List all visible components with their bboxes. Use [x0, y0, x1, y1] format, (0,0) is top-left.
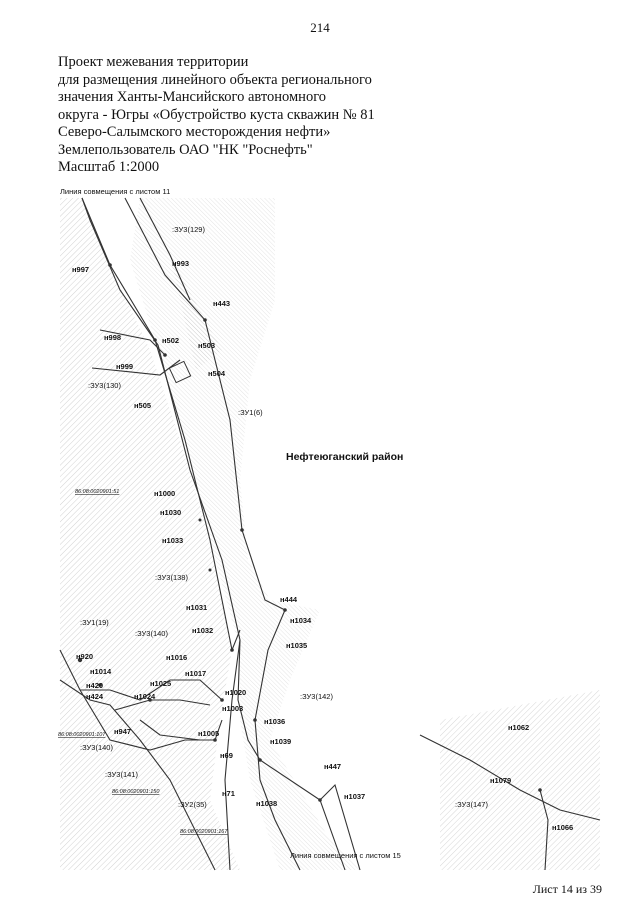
point-label: н69	[220, 751, 233, 760]
point-label: н1003	[222, 704, 243, 713]
sheet-footer: Лист 14 из 39	[532, 882, 602, 896]
parcel-label: :ЗУ3(140)	[80, 743, 113, 752]
point-label: н1033	[162, 536, 183, 545]
parcel-label: :ЗУ1(19)	[80, 618, 109, 627]
header-line: Северо-Салымского месторождения нефти»	[58, 124, 331, 140]
point-label: н444	[280, 595, 298, 604]
parcel-label: :ЗУ3(138)	[155, 573, 188, 582]
point-label: н1014	[90, 667, 112, 676]
point-label: н1034	[290, 616, 312, 625]
parcel-label: :ЗУ3(141)	[105, 770, 138, 779]
point-label: н420	[86, 681, 103, 690]
parcel-label: :ЗУ3(147)	[455, 800, 488, 809]
point-label: н1024	[134, 692, 156, 701]
point-label: н1037	[344, 792, 365, 801]
point-labels: н997 н993 н443 н998 н502 н503 н999 н504 …	[72, 259, 573, 832]
bottom-caption: Линия совмещения с листом 15	[290, 851, 401, 860]
parcel-label: :ЗУ3(140)	[135, 629, 168, 638]
point-label: н993	[172, 259, 189, 268]
point-label: н920	[76, 652, 93, 661]
point-label: н997	[72, 265, 89, 274]
header-line: округа - Югры «Обустройство куста скважи…	[58, 106, 375, 123]
point-label: н1079	[490, 776, 511, 785]
point-label: н502	[162, 336, 179, 345]
survey-points-dots	[77, 263, 542, 802]
point-label: н1039	[270, 737, 291, 746]
cadastral-number: 86:08:0020901:150	[112, 789, 160, 795]
point-label: н1031	[186, 603, 207, 612]
point-label: н1030	[160, 508, 181, 517]
point-label: н1066	[552, 823, 573, 832]
point-label: н1038	[256, 799, 277, 808]
point-label: н1020	[225, 688, 246, 697]
point-label: н1017	[185, 669, 206, 678]
point-label: н1035	[286, 641, 307, 650]
point-label: н1032	[192, 626, 213, 635]
parcel-label: :ЗУ2(35)	[178, 800, 207, 809]
document-header: Проект межевания территории для размещен…	[58, 54, 478, 177]
header-line: для размещения линейного объекта региона…	[58, 71, 372, 88]
point-label: н1000	[154, 489, 175, 498]
point-label: н424	[86, 692, 104, 701]
point-label: н1016	[166, 653, 187, 662]
point-label: н503	[198, 341, 215, 350]
point-label: н1062	[508, 723, 529, 732]
point-label: н998	[104, 333, 121, 342]
point-label: н504	[208, 369, 226, 378]
map-canvas: Линия совмещения с листом 11 Линия совме…	[58, 187, 601, 871]
parcel-label: :ЗУ3(130)	[88, 381, 121, 390]
point-label: н1025	[150, 679, 171, 688]
point-label: н71	[222, 789, 235, 798]
header-line: Землепользователь ОАО "НК "Роснефть"	[58, 141, 313, 158]
point-label: н447	[324, 762, 341, 771]
cadastral-number: 86:08:0020901:167	[180, 829, 228, 835]
parcel-label: :ЗУ3(142)	[300, 692, 333, 701]
district-label: Нефтеюганский район	[286, 451, 403, 463]
parcel-label: :ЗУ1(6)	[238, 408, 263, 417]
point-label: н505	[134, 401, 151, 410]
survey-map: Линия совмещения с листом 11 Линия совме…	[0, 180, 640, 880]
cadastral-labels: 86:08:0020901:51 86:08:0020901:107 86:08…	[58, 489, 228, 835]
point-label: н999	[116, 362, 133, 371]
cadastral-number: 86:08:0020901:51	[75, 489, 119, 495]
parcel-labels: :ЗУ3(129) :ЗУ3(130) :ЗУ1(6) :ЗУ3(138) :З…	[80, 225, 488, 809]
point-label: н947	[114, 727, 131, 736]
point-label: н1005	[198, 729, 219, 738]
parcel-square	[168, 360, 192, 384]
point-label: н1036	[264, 717, 285, 726]
header-line: Проект межевания территории	[58, 54, 249, 70]
page-number: 214	[310, 20, 330, 35]
top-caption: Линия совмещения с листом 11	[60, 187, 170, 196]
header-line: Масштаб 1:2000	[58, 159, 160, 175]
header-line: значения Ханты-Мансийского автономного	[58, 89, 327, 105]
parcel-label: :ЗУ3(129)	[172, 225, 205, 234]
point-label: н443	[213, 299, 230, 308]
cadastral-number: 86:08:0020901:107	[58, 732, 106, 738]
